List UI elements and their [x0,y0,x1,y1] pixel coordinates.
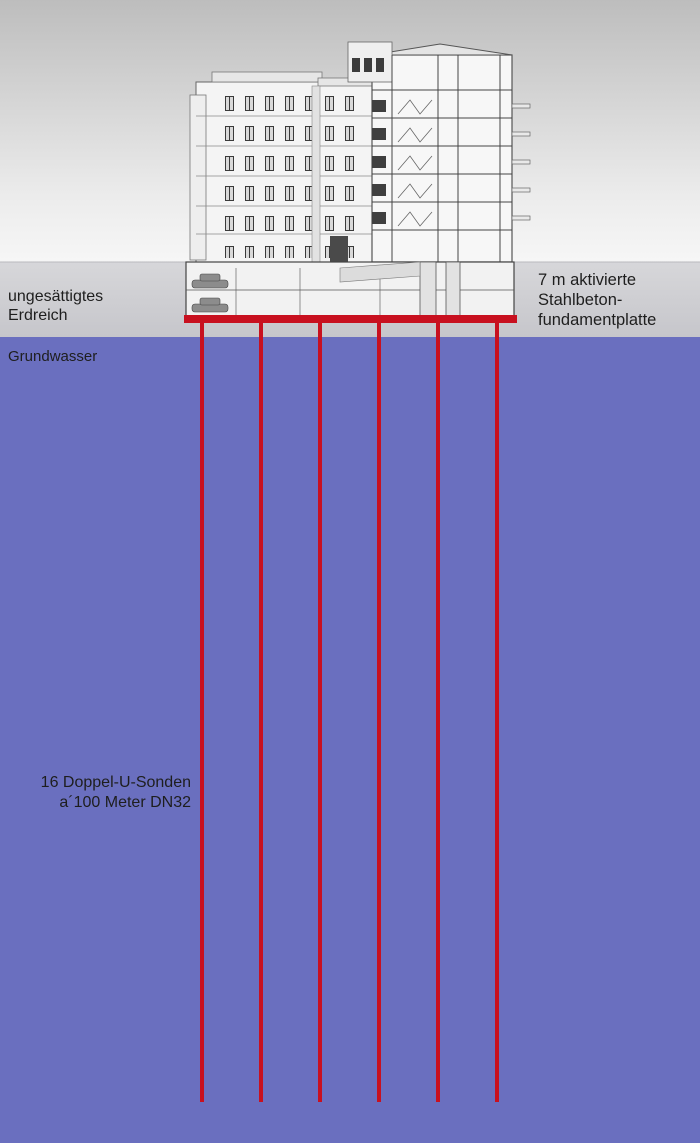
probe-line [377,322,381,1102]
foundation-label-line: 7 m aktivierte [538,271,637,289]
foundation-plate [184,315,517,323]
probe-line [200,322,204,1102]
groundwater-layer [0,337,700,1143]
probe-line [259,322,263,1102]
soil-label-line: Erdreich [8,307,68,324]
soil-label-line: ungesättigtes [8,288,104,305]
soil-label: ungesättigtes Erdreich [8,287,103,325]
foundation-label-line: fundamentplatte [538,311,657,329]
probe-line [436,322,440,1102]
foundation-label: 7 m aktivierte Stahlbeton- fundamentplat… [538,270,656,330]
geothermal-probes [200,322,499,1102]
probes-label: 16 Doppel-U-Sonden a´100 Meter DN32 [0,773,191,813]
groundwater-label: Grundwasser [8,348,98,365]
probe-line [318,322,322,1102]
probe-line [495,322,499,1102]
foundation-label-line: Stahlbeton- [538,291,623,309]
building-section [185,41,531,318]
probes-label-line: a´100 Meter DN32 [59,794,191,811]
probes-label-line: 16 Doppel-U-Sonden [40,774,191,791]
